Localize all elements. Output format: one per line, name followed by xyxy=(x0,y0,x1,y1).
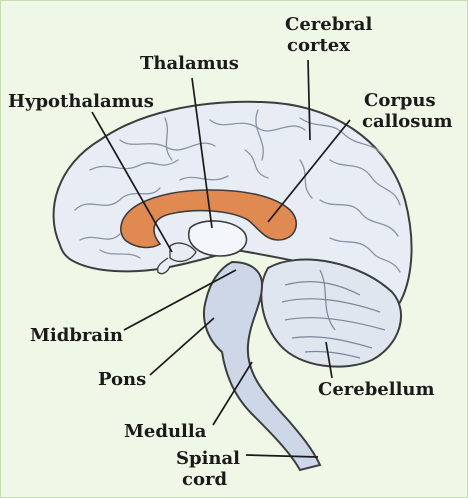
label-hypothalamus: Hypothalamus xyxy=(8,91,154,112)
thalamus-shape xyxy=(187,220,248,257)
cerebellum-folia xyxy=(281,269,386,359)
label-corpus-callosum-line2: callosum xyxy=(362,111,453,132)
cerebellum-shape xyxy=(260,258,402,368)
cerebral-gyri xyxy=(74,109,401,273)
hypothalamus-shape xyxy=(169,242,197,263)
label-spinal-cord-line2: cord xyxy=(182,469,228,490)
label-cerebral-cortex: Cerebral cortex xyxy=(285,14,372,56)
label-spinal-cord-line1: Spinal xyxy=(176,448,241,469)
label-pons: Pons xyxy=(98,369,147,390)
brainstem xyxy=(203,260,322,472)
label-spinal-cord: Spinal cord xyxy=(176,448,240,490)
label-cerebral-cortex-line2: cortex xyxy=(287,35,350,56)
label-midbrain: Midbrain xyxy=(30,325,124,346)
leader-lines xyxy=(91,59,351,458)
label-cerebral-cortex-line1: Cerebral xyxy=(285,14,373,35)
corpus-callosum-shape xyxy=(119,189,298,249)
label-corpus-callosum-line1: Corpus xyxy=(364,90,436,111)
pituitary xyxy=(156,257,171,275)
label-cerebellum: Cerebellum xyxy=(318,379,435,400)
label-corpus-callosum: Corpus callosum xyxy=(362,90,453,132)
label-thalamus: Thalamus xyxy=(140,53,239,74)
label-medulla: Medulla xyxy=(124,421,207,442)
